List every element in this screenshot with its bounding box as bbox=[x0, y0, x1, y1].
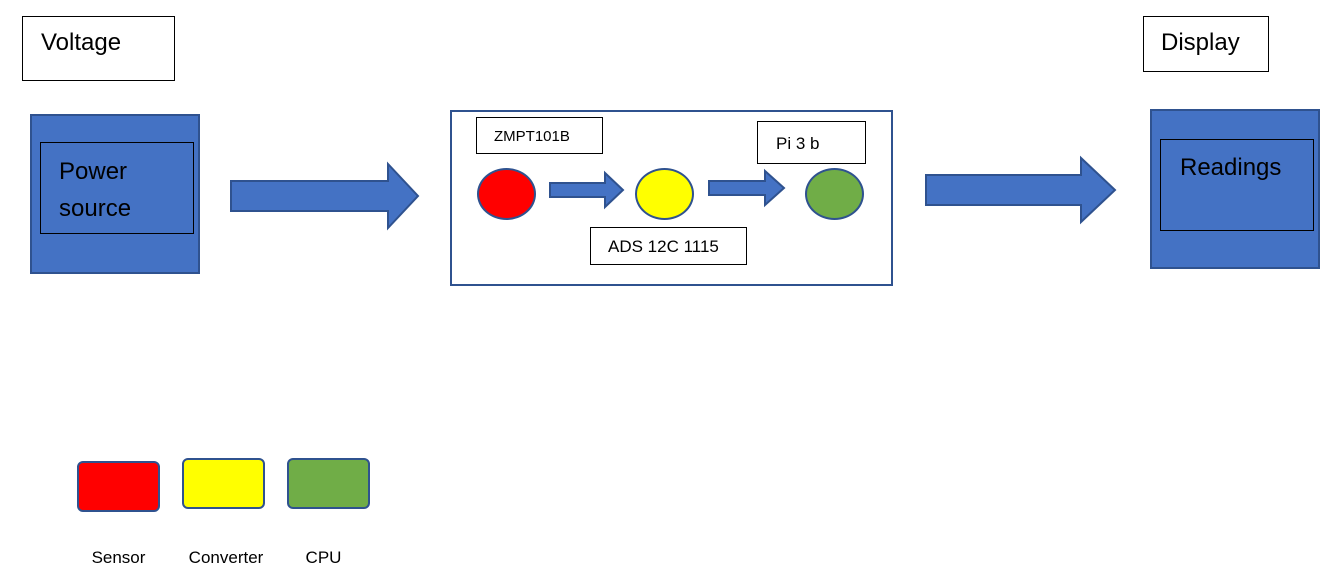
voltage-label-box: Voltage bbox=[22, 16, 175, 81]
voltage-label: Voltage bbox=[41, 29, 122, 56]
legend-swatch-cpu bbox=[287, 458, 370, 509]
legend-swatch-sensor bbox=[77, 461, 160, 512]
pi-label-box: Pi 3 b bbox=[757, 121, 866, 164]
power-source-line2: source bbox=[59, 195, 132, 222]
display-label-box: Display bbox=[1143, 16, 1269, 72]
zmpt-label-box: ZMPT101B bbox=[476, 117, 603, 154]
power-source-block: Power source bbox=[30, 114, 200, 274]
arrow-converter-to-cpu bbox=[708, 168, 786, 208]
ads-label: ADS 12C 1115 bbox=[608, 237, 719, 256]
legend-label-cpu: CPU bbox=[305, 548, 342, 567]
ads-label-box: ADS 12C 1115 bbox=[590, 227, 747, 265]
arrow-sensor-to-converter bbox=[549, 170, 625, 210]
legend-label-sensor: Sensor bbox=[91, 548, 146, 567]
arrow-module-to-display bbox=[925, 155, 1117, 225]
sensor-circle bbox=[477, 168, 536, 220]
pi-label: Pi 3 b bbox=[776, 134, 820, 153]
readings-label: Readings bbox=[1180, 154, 1282, 181]
legend-swatch-converter bbox=[182, 458, 265, 509]
zmpt-label: ZMPT101B bbox=[494, 128, 570, 145]
cpu-circle bbox=[805, 168, 864, 220]
arrow-power-to-module bbox=[230, 161, 420, 231]
power-source-line1: Power bbox=[59, 158, 128, 185]
converter-circle bbox=[635, 168, 694, 220]
power-source-inner-box: Power source bbox=[40, 142, 194, 234]
readings-inner-box: Readings bbox=[1160, 139, 1314, 231]
power-source-label: Power source bbox=[59, 153, 131, 227]
legend-label-converter: Converter bbox=[188, 548, 264, 567]
readings-block: Readings bbox=[1150, 109, 1320, 269]
display-label: Display bbox=[1161, 29, 1240, 56]
